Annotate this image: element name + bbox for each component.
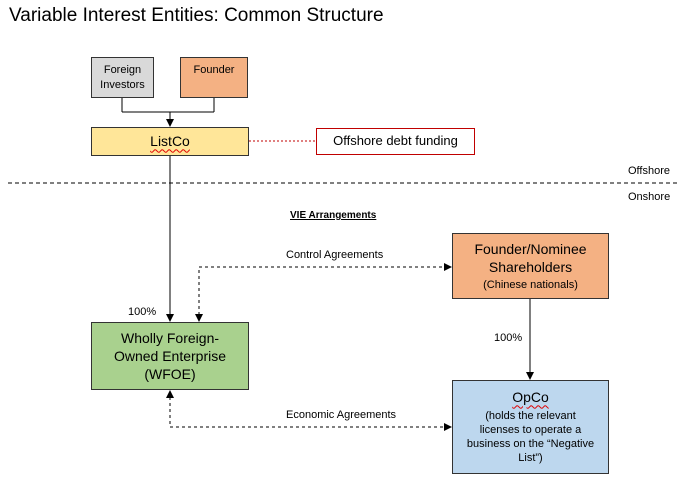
listco-box: ListCo (91, 127, 249, 156)
opco-line4: List”) (518, 452, 543, 465)
wfoe-line3: (WFOE) (144, 366, 196, 383)
vie-arrangements-label: VIE Arrangements (290, 210, 377, 221)
foreign-investors-box: Foreign Investors (91, 57, 154, 98)
offshore-debt-funding-label: Offshore debt funding (333, 133, 458, 149)
onshore-label: Onshore (628, 191, 671, 203)
nominee-shareholders-box: Founder/Nominee Shareholders (Chinese na… (452, 233, 609, 299)
opco-ownership-pct: 100% (494, 332, 523, 344)
founder-box: Founder (180, 57, 248, 98)
nominee-line2: Shareholders (488, 258, 573, 275)
opco-line2: licenses to operate a (479, 423, 582, 436)
opco-line1: (holds the relevant (485, 409, 576, 422)
offshore-label: Offshore (628, 165, 670, 177)
wfoe-box: Wholly Foreign- Owned Enterprise (WFOE) (91, 322, 249, 390)
economic-agreements-label: Economic Agreements (286, 409, 397, 421)
wfoe-line1: Wholly Foreign- (120, 329, 220, 346)
wfoe-line2: Owned Enterprise (113, 347, 227, 364)
wfoe-ownership-pct: 100% (128, 306, 157, 318)
nominee-line3: (Chinese nationals) (483, 279, 578, 292)
opco-line3: business on the “Negative (466, 438, 595, 451)
diagram-title: Variable Interest Entities: Common Struc… (9, 5, 384, 26)
nominee-line1: Founder/Nominee (474, 240, 587, 257)
foreign-investors-line2: Investors (100, 78, 145, 91)
offshore-debt-funding-box: Offshore debt funding (316, 128, 475, 155)
control-agreements-arrow (195, 263, 452, 322)
listco-label: ListCo (150, 133, 190, 150)
founder-label: Founder (193, 64, 235, 76)
foreign-investors-line1: Foreign (103, 64, 142, 77)
control-agreements-label: Control Agreements (286, 249, 384, 261)
opco-name: OpCo (512, 389, 549, 406)
economic-agreements-arrow (166, 390, 452, 431)
opco-box: OpCo (holds the relevant licenses to ope… (452, 380, 609, 474)
